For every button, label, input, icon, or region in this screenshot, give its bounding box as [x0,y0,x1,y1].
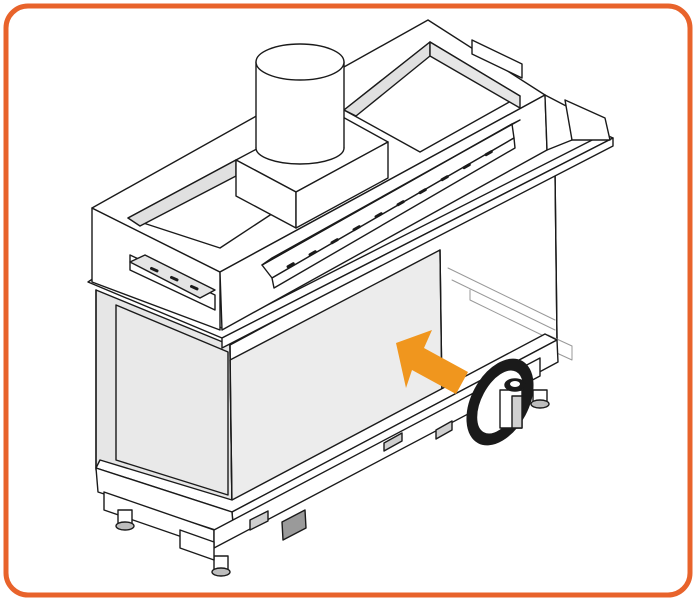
adjustable-foot-right [530,389,550,409]
center-frame-edge [229,344,233,513]
base-slot-2 [281,509,307,541]
round-flue-collar [255,43,345,165]
hood-right-bracket [564,99,611,141]
left-vent-slots [150,266,199,291]
hood-top-bracket [471,39,523,79]
base-slot-1 [249,510,269,531]
collar-box-front [295,141,389,229]
adjustable-foot-left [115,509,135,531]
mid-ledge-front [221,137,614,349]
front-trim-face [271,137,516,289]
base-slot-4 [435,420,453,440]
direction-arrow-icon [396,330,468,394]
adjustment-handwheel-icon[interactable] [454,348,547,456]
base-block [179,529,215,561]
right-frame-edge [554,169,558,341]
front-vent-slots [286,150,493,269]
front-trim-top [261,119,521,266]
adjustable-foot-center [211,555,231,577]
left-glass-inner [115,304,229,496]
base-slot-3 [383,432,403,452]
